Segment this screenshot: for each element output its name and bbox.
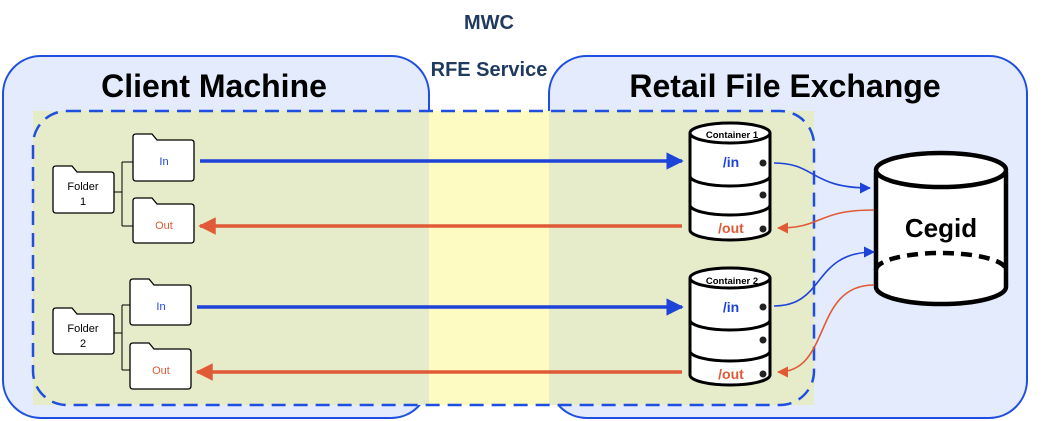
folder-1-label-line2: 1 [80, 196, 86, 208]
curve-cegid-to-container1-out [776, 209, 875, 234]
curve-container1-in-to-cegid [773, 162, 872, 194]
folder-1-icon [52, 165, 115, 214]
container-1-in-label: /in [723, 154, 739, 170]
container-2-divider-1 [688, 319, 772, 332]
cegid-top [873, 150, 1009, 190]
folder-1-in-icon [132, 133, 195, 182]
folder-1-label-line1: Folder [67, 181, 99, 193]
container-2: Container 2 /in /out [688, 266, 772, 387]
folder-tree-connector-2 [114, 304, 130, 371]
cegid-database: Cegid [873, 150, 1009, 307]
mwc-label: MWC [464, 12, 514, 34]
container-2-divider-2 [688, 350, 772, 363]
rfe-service-olive-left [33, 111, 429, 405]
folder-tree-connector-1 [114, 161, 133, 227]
container-2-top [688, 266, 772, 290]
container-2-out-label: /out [718, 366, 744, 382]
folder-group-1: Folder 1 In Out [52, 133, 195, 244]
container-2-title: Container 2 [706, 276, 758, 287]
folder-1-out-label: Out [155, 220, 173, 232]
folder-1-out-icon [132, 197, 195, 244]
container-1: Container 1 /in /out [688, 121, 772, 242]
folder-2-icon [52, 307, 115, 355]
rfe-service-label: RFE Service [431, 59, 548, 81]
folder-2-in-icon [129, 278, 192, 326]
rfe-service-dashed-border [31, 109, 816, 407]
container-1-top [688, 121, 772, 145]
container-1-out-label: /out [718, 220, 744, 236]
retail-file-exchange-title: Retail File Exchange [629, 68, 940, 104]
folder-2-out-label: Out [152, 365, 170, 377]
client-machine-title: Client Machine [101, 68, 327, 104]
folder-1-in-label: In [159, 156, 168, 168]
container-1-dot-mid [759, 191, 767, 199]
cegid-label: Cegid [905, 213, 977, 243]
container-1-dot-out [759, 225, 767, 233]
folder-2-out-icon [129, 342, 192, 390]
container-1-divider-1 [688, 175, 772, 188]
folder-2-label-line2: 2 [80, 338, 86, 350]
rfe-service-yellow-band [429, 111, 549, 405]
curve-container2-in-to-cegid [773, 246, 876, 307]
container-2-dot-out [759, 370, 767, 378]
container-2-dot-mid [759, 336, 767, 344]
container-1-divider-2 [688, 204, 772, 217]
cegid-bottom-dashed [873, 250, 1009, 271]
folder-group-2: Folder 2 In Out [52, 278, 192, 390]
container-1-title: Container 1 [706, 130, 759, 141]
folder-2-in-label: In [156, 301, 165, 313]
curve-cegid-to-container2-out [776, 284, 875, 378]
rfe-service-olive-right [549, 111, 814, 405]
container-2-in-label: /in [723, 299, 739, 315]
folder-2-label-line1: Folder [67, 323, 99, 335]
container-1-dot-in [759, 159, 767, 167]
cegid-body [873, 172, 1009, 307]
container-2-dot-in [759, 303, 767, 311]
